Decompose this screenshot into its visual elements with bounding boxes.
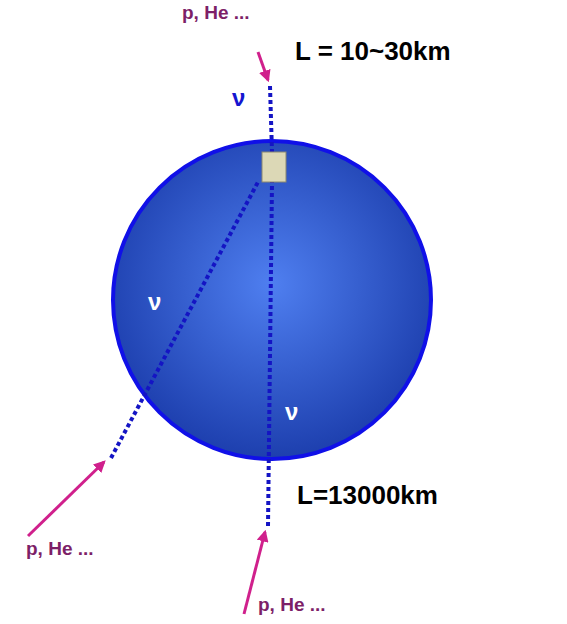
neutrino-symbol: ν [148, 290, 161, 314]
particle-label: p, He ... [258, 595, 326, 614]
neutrino-symbol: ν [232, 86, 245, 110]
particle-label: p, He ... [182, 3, 250, 22]
neutrino-path [270, 86, 272, 152]
cosmic-ray-arrows [28, 52, 268, 614]
cosmic-ray-arrow [28, 462, 104, 536]
neutrino-path [111, 182, 258, 458]
distance-label: L = 10~30km [295, 38, 451, 64]
particle-label: p, He ... [26, 539, 94, 558]
neutrino-symbol: ν [285, 400, 298, 424]
neutrino-path [268, 182, 272, 526]
cosmic-ray-arrow [258, 52, 268, 80]
distance-label: L=13000km [297, 482, 438, 508]
neutrino-paths [111, 86, 272, 526]
detector [262, 152, 286, 182]
